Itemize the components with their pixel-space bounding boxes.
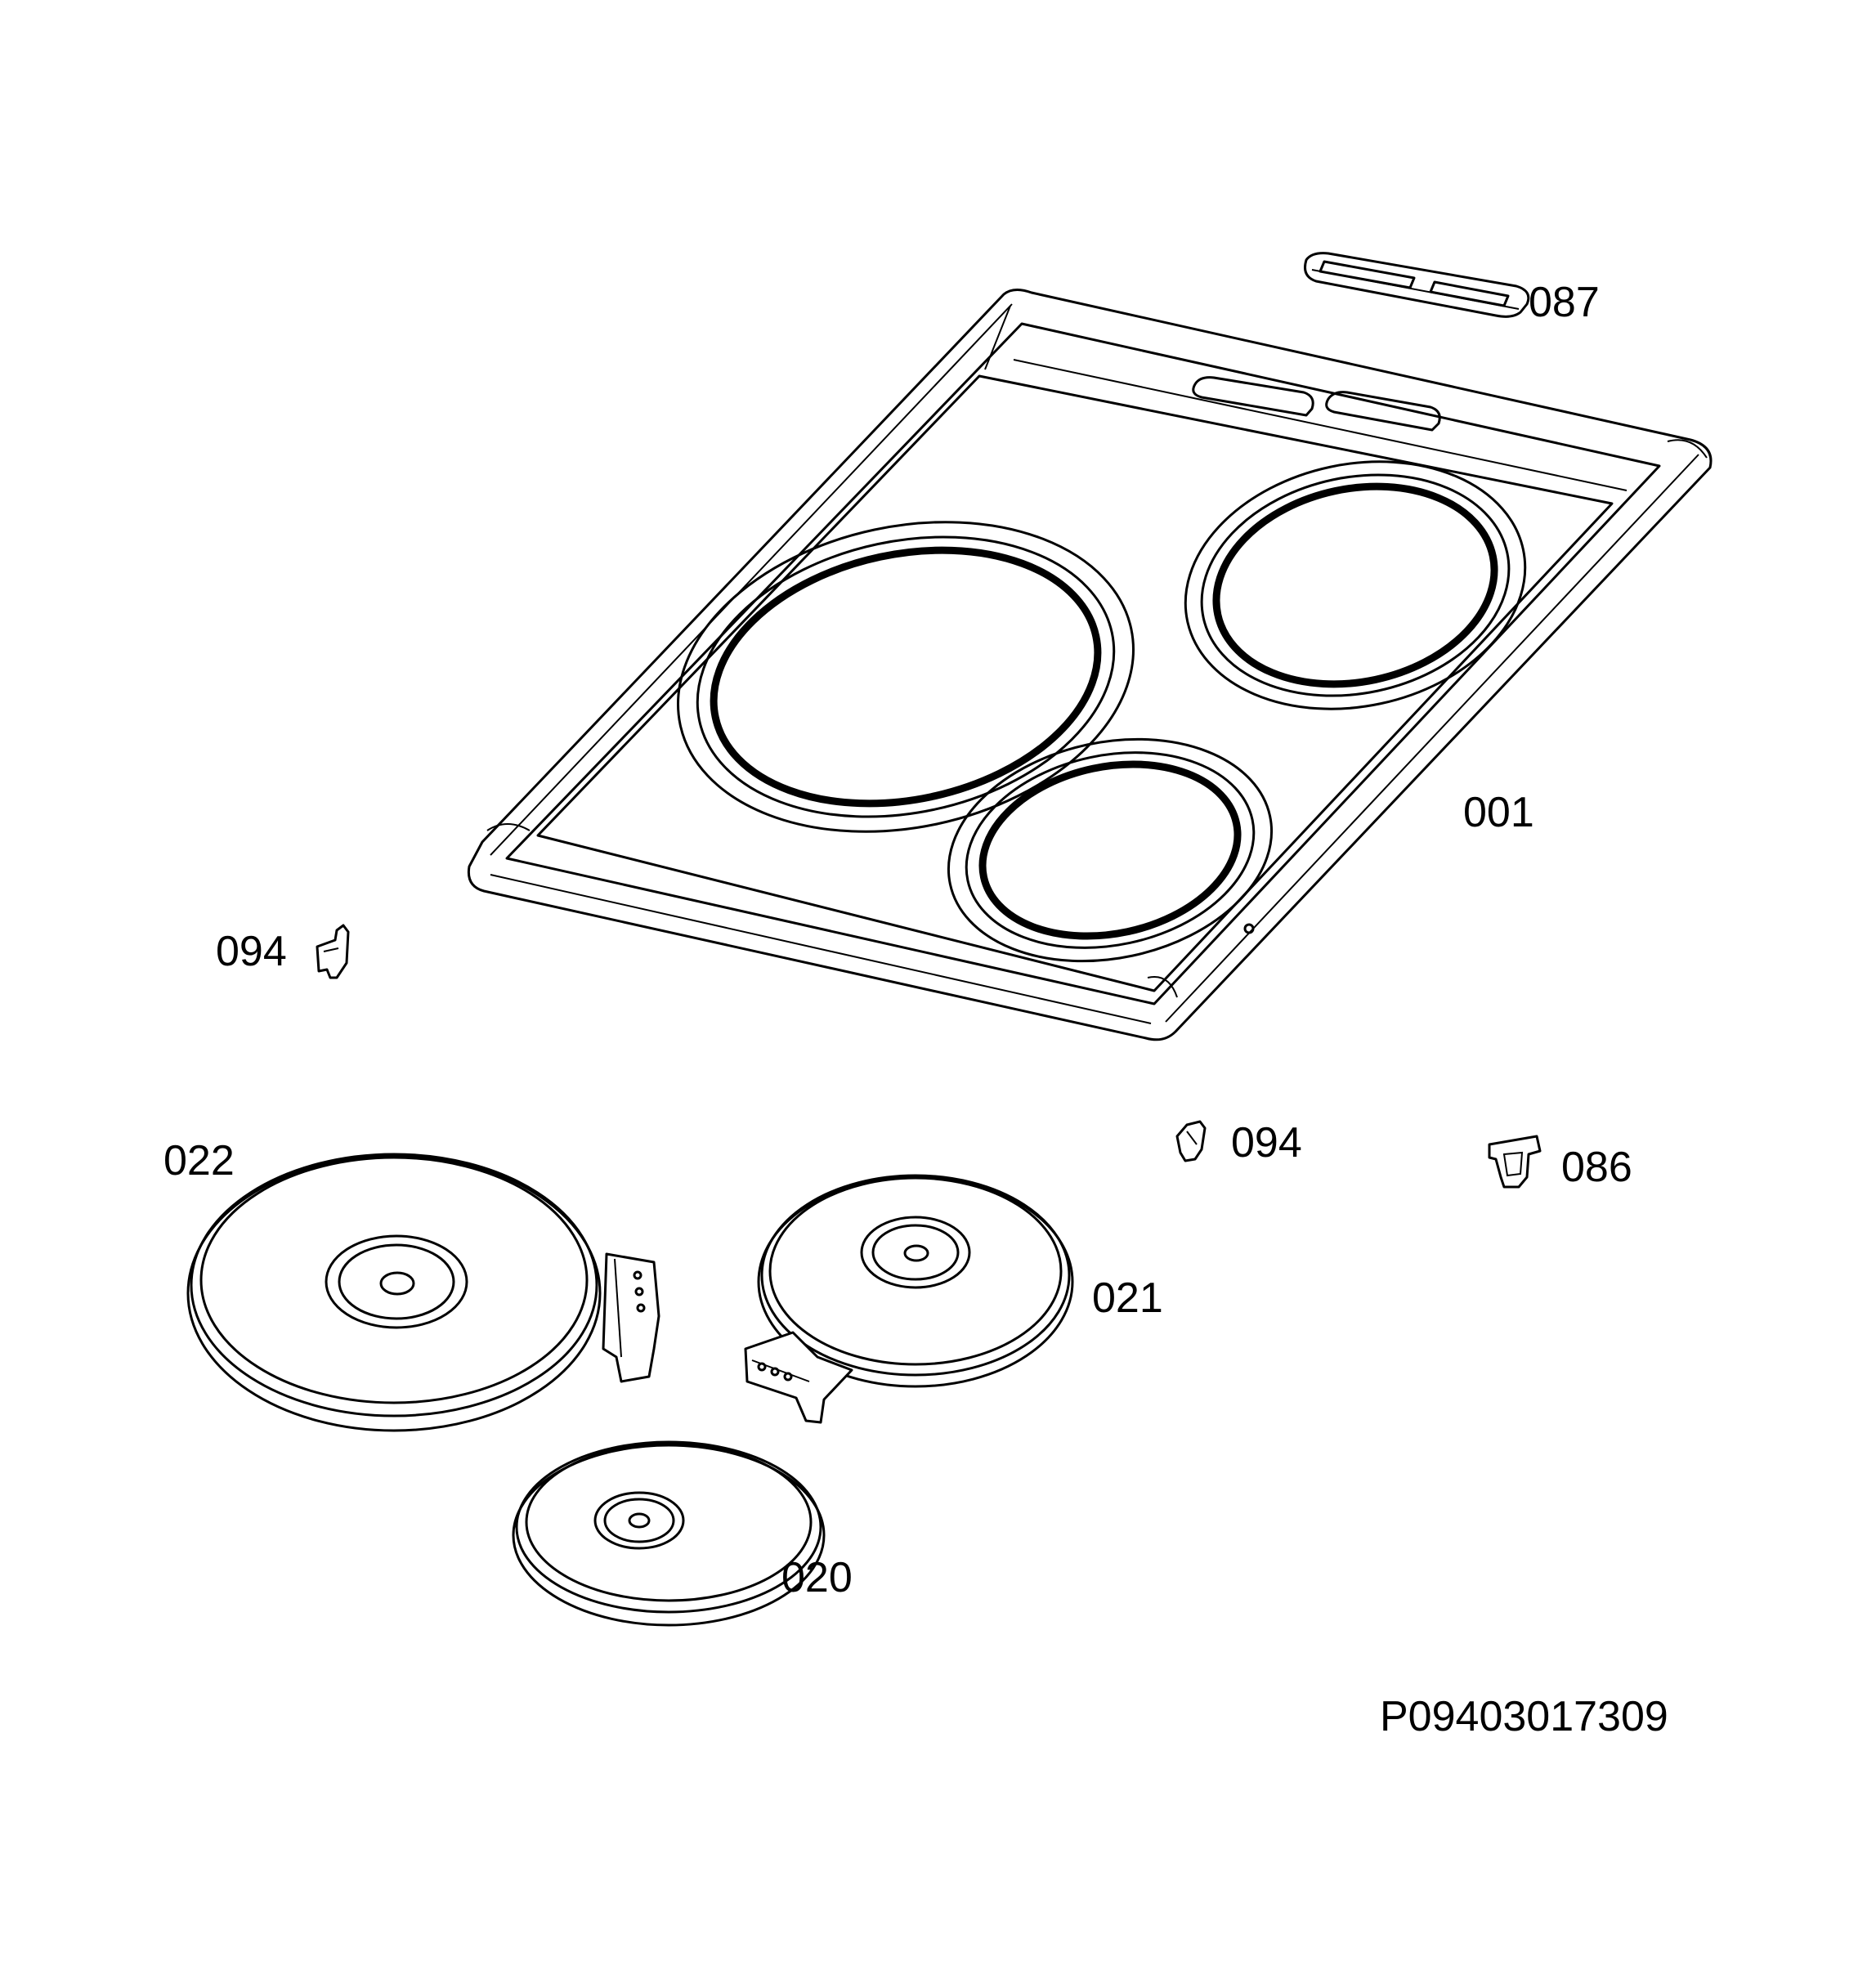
part-021-medium-hotplate <box>744 1174 1074 1424</box>
part-087-vent-grille <box>1304 252 1530 318</box>
label-part-087: 087 <box>1529 279 1600 326</box>
drawing-number: P09403017309 <box>1380 1693 1668 1740</box>
label-part-001: 001 <box>1463 789 1534 836</box>
part-022-large-hotplate <box>186 1153 660 1432</box>
label-part-086: 086 <box>1561 1144 1632 1191</box>
part-086-bracket <box>1488 1135 1542 1189</box>
part-020-small-hotplate <box>512 1440 826 1627</box>
label-part-021: 021 <box>1092 1274 1163 1322</box>
label-part-020: 020 <box>781 1554 853 1601</box>
part-094-right-clip <box>1175 1120 1207 1162</box>
label-part-094-left: 094 <box>216 928 287 975</box>
part-094-left-clip <box>316 924 350 979</box>
label-part-022: 022 <box>163 1137 235 1185</box>
part-001-hob-frame <box>467 289 1713 1041</box>
label-part-094-right: 094 <box>1231 1119 1302 1167</box>
